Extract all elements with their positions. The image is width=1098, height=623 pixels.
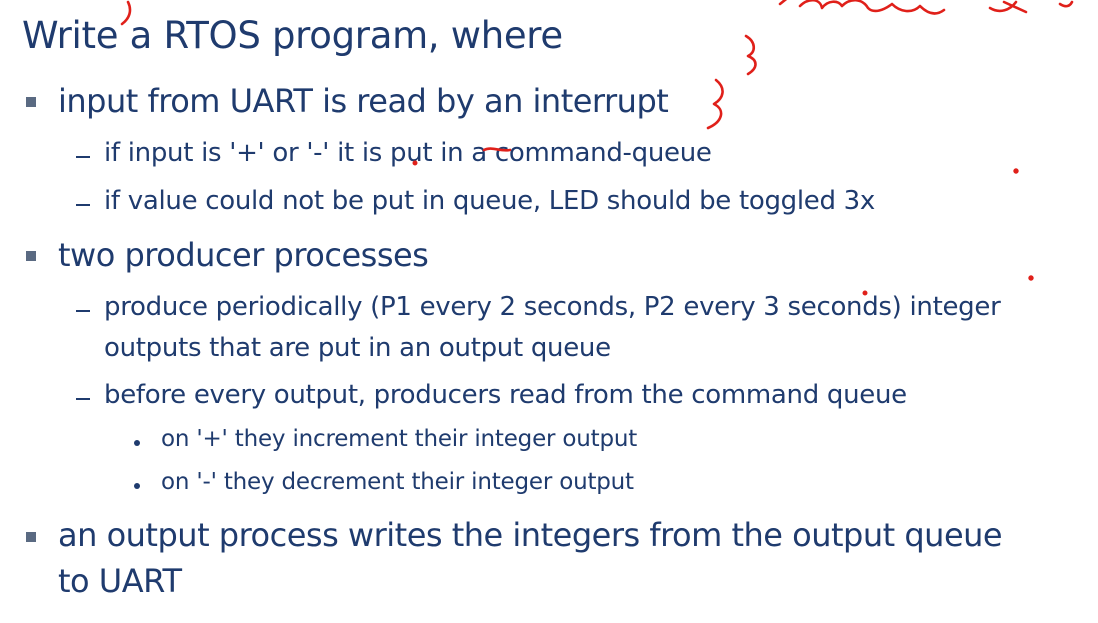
bullet-led-toggle: if value could not be put in queue, LED …	[104, 186, 875, 216]
dot-bullet-icon	[134, 483, 140, 489]
bullet-produce-periodically-cont: outputs that are put in an output queue	[104, 333, 611, 363]
bullet-command-queue: if input is '+' or '-' it is put in a co…	[104, 138, 712, 168]
ink-brace-uart	[706, 78, 724, 130]
ink-dot	[1028, 275, 1034, 281]
bullet-produce-periodically: produce periodically (P1 every 2 seconds…	[104, 292, 1001, 322]
square-bullet-icon	[26, 251, 36, 261]
dash-bullet-icon	[76, 398, 90, 400]
square-bullet-icon	[26, 532, 36, 542]
ink-scribble-top-2	[798, 0, 946, 15]
dash-bullet-icon	[76, 310, 90, 312]
bullet-producers: two producer processes	[58, 236, 429, 274]
ink-scribble-top-3	[988, 0, 1028, 14]
bullet-output-process: an output process writes the integers fr…	[58, 516, 1003, 554]
slide-title: Write a RTOS program, where	[22, 14, 563, 57]
ink-brace-title	[744, 34, 757, 76]
ink-dot	[1013, 168, 1019, 174]
bullet-uart-interrupt: input from UART is read by an interrupt	[58, 82, 669, 120]
ink-scribble-top	[778, 0, 788, 6]
bullet-decrement: on '-' they decrement their integer outp…	[161, 469, 634, 495]
bullet-increment: on '+' they increment their integer outp…	[161, 426, 638, 452]
dash-bullet-icon	[76, 204, 90, 206]
dash-bullet-icon	[76, 156, 90, 158]
bullet-read-command-queue: before every output, producers read from…	[104, 380, 907, 410]
dot-bullet-icon	[134, 440, 140, 446]
ink-scribble-top-4	[1058, 0, 1074, 8]
square-bullet-icon	[26, 97, 36, 107]
bullet-output-process-cont: to UART	[58, 562, 182, 600]
